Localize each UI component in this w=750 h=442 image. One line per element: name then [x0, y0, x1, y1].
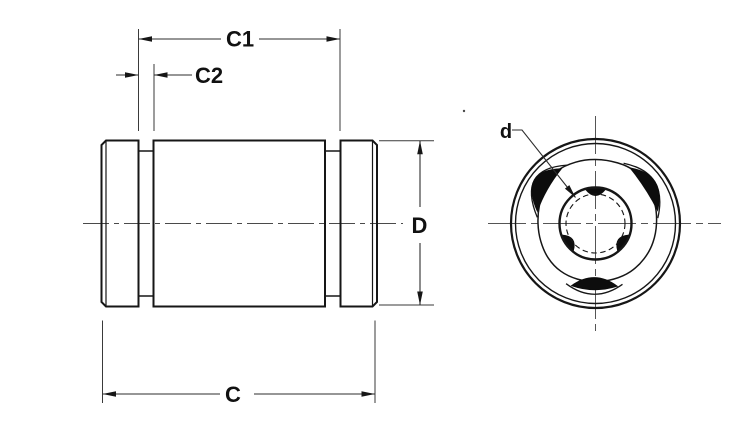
dimension-label-c2: C2 — [195, 63, 223, 88]
end-view: d — [462, 109, 721, 331]
dimension-arrowheads — [102, 36, 576, 397]
c-extension-lines — [102, 320, 376, 403]
sleeve-inner-circle — [514, 142, 677, 305]
ball-lenses — [531, 167, 660, 291]
stray-dot — [462, 109, 466, 113]
ball-lens — [628, 167, 660, 212]
d-extension-lines — [379, 140, 434, 306]
dimension-arrowhead — [361, 391, 375, 397]
side-view — [83, 139, 403, 308]
dimension-label-d-bore: d — [500, 121, 512, 143]
dimension-d-outer: D — [379, 140, 434, 306]
right-groove — [325, 150, 341, 297]
dimension-c-overall: C — [102, 320, 376, 407]
dimension-arrowhead — [564, 185, 576, 198]
dimension-c2: C2 — [116, 63, 223, 131]
left-groove — [138, 150, 154, 297]
dimension-arrowhead — [125, 72, 139, 78]
outer-sleeve-circle — [509, 137, 682, 310]
dimension-arrowhead — [102, 391, 116, 397]
dimension-arrowhead — [417, 140, 423, 155]
dimension-arrowhead — [326, 36, 340, 42]
ball-lens — [616, 234, 630, 252]
ball-track-arc — [565, 283, 623, 295]
dimension-d-bore: d — [500, 121, 576, 198]
dimension-arrowhead — [138, 36, 152, 42]
dimension-arrowhead — [417, 291, 423, 305]
ball-lens — [561, 234, 575, 252]
dimension-arrowhead — [154, 72, 168, 78]
ball-lens — [570, 277, 619, 291]
c1-extension-lines — [138, 29, 341, 131]
bore-circle — [558, 186, 633, 261]
ball-lens — [531, 168, 563, 213]
dimension-label-c1: C1 — [226, 27, 254, 52]
dimension-c1: C1 — [138, 27, 341, 131]
d-bore-leader-line — [512, 129, 576, 198]
dimension-label-c-overall: C — [225, 382, 241, 407]
bore-dashed-circle — [565, 193, 626, 254]
dimension-label-d-outer: D — [412, 213, 428, 238]
bushing-body — [152, 139, 326, 308]
